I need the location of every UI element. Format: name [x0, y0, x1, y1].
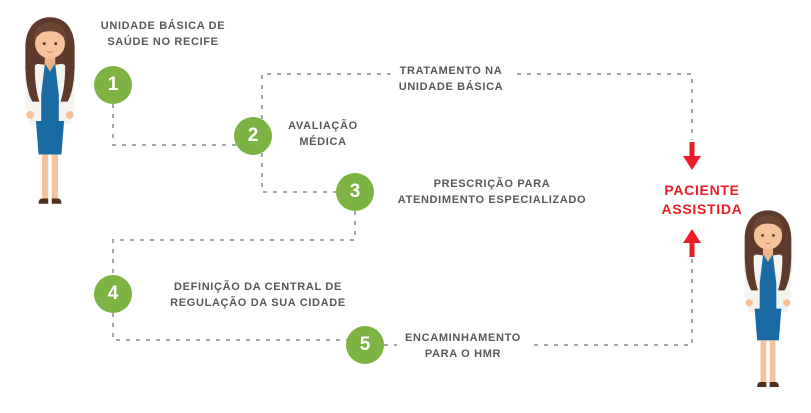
step-label-5: ENCAMINHAMENTO PARA O HMR	[397, 330, 529, 364]
patient-figure-left	[6, 8, 94, 220]
outcome-label: PACIENTE ASSISTIDA	[661, 182, 743, 217]
step-label-3: PRESCRIÇÃO PARA ATENDIMENTO ESPECIALIZAD…	[397, 178, 587, 206]
treatment-label: TRATAMENTO NA UNIDADE BÁSICA	[390, 63, 512, 97]
step-label-4: DEFINIÇÃO DA CENTRAL DE REGULAÇÃO DA SUA…	[170, 281, 346, 309]
arrow-down-icon	[683, 142, 701, 170]
arrow-up-icon	[683, 229, 701, 257]
step-label-2: AVALIAÇÃO MÉDICA	[288, 120, 358, 148]
step-circle-3: 3	[336, 173, 374, 211]
step-circle-2: 2	[234, 117, 272, 155]
step-circle-1: 1	[94, 66, 132, 104]
step-circle-4: 4	[94, 275, 132, 313]
step-circle-5: 5	[346, 326, 384, 364]
patient-figure-right	[726, 202, 810, 402]
step-label-1: UNIDADE BÁSICA DE SAÚDE NO RECIFE	[100, 20, 226, 48]
